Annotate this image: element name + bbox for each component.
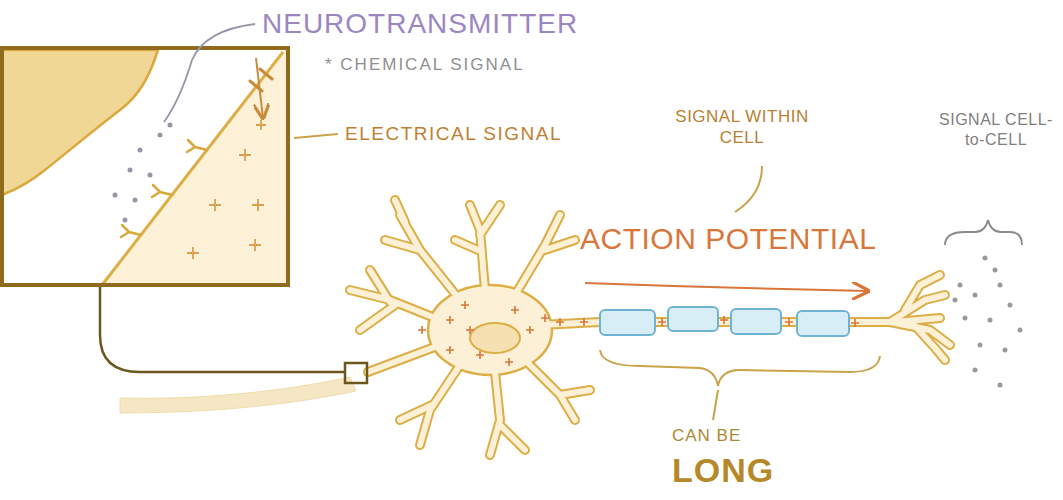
inset-frame xyxy=(2,48,288,285)
incoming-axon xyxy=(120,377,356,413)
myelin-segment xyxy=(600,310,655,335)
text-label: CAN BE xyxy=(672,425,741,446)
text-label: ACTION POTENTIAL xyxy=(580,220,876,258)
inset-ground xyxy=(2,48,288,285)
leader-line xyxy=(713,390,718,420)
signal-arrow xyxy=(585,283,868,291)
zoom-leader xyxy=(100,287,345,372)
leader-line xyxy=(735,166,762,212)
text-label: NEUROTRANSMITTER xyxy=(262,6,578,41)
text-label: SIGNAL WITHIN CELL xyxy=(672,106,812,149)
text-label: SIGNAL CELL-to-CELL xyxy=(934,110,1058,150)
leader-line xyxy=(294,134,338,138)
neuron-fill xyxy=(350,200,950,455)
charge-signs xyxy=(187,120,266,259)
charge-signs xyxy=(418,301,859,366)
neurotransmitter-dots xyxy=(953,256,1023,388)
neuron-outline xyxy=(350,200,950,455)
leader-line xyxy=(164,24,255,122)
neurotransmitter-dots xyxy=(113,123,173,223)
myelin-segment xyxy=(731,309,781,334)
text-label: * CHEMICAL SIGNAL xyxy=(325,54,525,75)
axon-terminal xyxy=(2,50,158,195)
ion-channel xyxy=(250,69,272,91)
bracket xyxy=(600,350,880,386)
myelin-segment xyxy=(668,307,718,331)
zoom-marker xyxy=(345,363,367,383)
receptor xyxy=(121,140,207,237)
text-label: ELECTRICAL SIGNAL xyxy=(345,122,562,146)
text-label: LONG xyxy=(672,452,774,489)
bracket xyxy=(945,220,1022,245)
nucleus xyxy=(470,323,520,353)
synapse-inset xyxy=(2,48,288,285)
myelin-segment xyxy=(797,311,849,336)
ion-flow-arrow xyxy=(256,58,263,118)
